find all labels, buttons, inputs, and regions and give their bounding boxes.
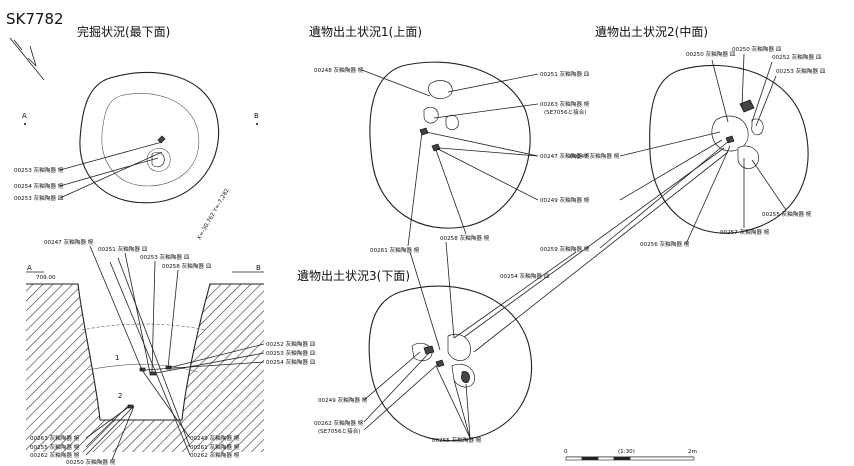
- section-top-label-2: 00251 灰釉陶器 皿: [98, 245, 148, 253]
- title-middle-plan: 遺物出土状況2(中面): [595, 24, 708, 39]
- point-a-plan: A: [22, 112, 27, 120]
- grid-coordinate-note: X=-30,762 Y=-7,282: [197, 188, 231, 241]
- middle-label-t1: 00250 灰釉陶器 皿: [686, 50, 736, 58]
- scale-ratio: (1:30): [618, 449, 635, 455]
- middle-label-l3: 00254 灰釉陶器 皿: [500, 272, 550, 280]
- upper-plan: 00248 灰釉陶器 椀 00251 灰釉陶器 皿 00263 灰釉陶器 椀 (…: [314, 61, 590, 254]
- section-right-label-1: 00252 灰釉陶器 皿: [266, 340, 316, 348]
- section-top-label-4: 00258 灰釉陶器 皿: [162, 262, 212, 270]
- middle-label-l-center: 00247 灰釉陶器 椀: [570, 152, 620, 160]
- scale-bar: 0 (1:30) 2m: [564, 449, 697, 461]
- section-bl-label-1: 00263 灰釉陶器 椀: [30, 434, 80, 442]
- upper-label-r4: 00247 灰釉陶器 椀: [540, 152, 590, 160]
- section-top-label-3: 00253 灰釉陶器 皿: [140, 253, 190, 261]
- middle-label-t4: 00253 灰釉陶器 皿: [776, 67, 826, 75]
- lower-label-l1: 00249 灰釉陶器 椀: [318, 396, 368, 404]
- point-b-plan: B: [254, 112, 259, 120]
- section-br-label-3: 00262 灰釉陶器 椀: [190, 451, 240, 459]
- section-br-label-2: 00261 灰釉陶器 椀: [190, 443, 240, 451]
- middle-label-r2: 00257 灰釉陶器 椀: [720, 228, 770, 236]
- label-bottom-2: 00254 灰釉陶器 椀: [14, 182, 64, 190]
- section-bl-label-3: 00262 灰釉陶器 椀: [30, 451, 80, 459]
- upper-label-r2: 00263 灰釉陶器 椀: [540, 100, 590, 108]
- feature-id: SK7782: [6, 10, 64, 28]
- north-arrow-icon: [9, 37, 45, 81]
- middle-plan: 00250 灰釉陶器 皿 00250 灰釉陶器 皿 00252 灰釉陶器 皿 0…: [570, 45, 826, 236]
- section-bl-label-2: 00255 灰釉陶器 椀: [30, 443, 80, 451]
- middle-label-l2: 00256 灰釉陶器 椀: [640, 240, 690, 248]
- upper-label-left-top: 00248 灰釉陶器 椀: [314, 66, 364, 74]
- scale-right: 2m: [688, 449, 697, 455]
- point-b-section: B: [256, 264, 261, 272]
- section-br-label-1: 00249 灰釉陶器 椀: [190, 434, 240, 442]
- bottom-plan: 00253 灰釉陶器 椀 00254 灰釉陶器 椀 00253 灰釉陶器 皿 A…: [14, 71, 259, 204]
- upper-label-r1: 00251 灰釉陶器 皿: [540, 70, 590, 78]
- section-right-label-2: 00253 灰釉陶器 皿: [266, 349, 316, 357]
- lower-plan: 00249 灰釉陶器 椀 00262 灰釉陶器 椀 (SE7056と接合) 00…: [314, 241, 577, 444]
- lower-label-l3: (SE7056と接合): [318, 427, 360, 435]
- section-right-label-3: 00254 灰釉陶器 皿: [266, 358, 316, 366]
- label-bottom-1: 00253 灰釉陶器 椀: [14, 166, 64, 174]
- middle-label-t3: 00252 灰釉陶器 皿: [772, 53, 822, 61]
- title-upper-plan: 遺物出土状況1(上面): [309, 24, 422, 39]
- upper-label-b1: 00261 灰釉陶器 椀: [370, 246, 420, 254]
- cross-section: A B 709.00 1 2 00247 灰釉陶器 椀 00251 灰釉陶器 皿…: [26, 238, 316, 466]
- middle-label-t2: 00250 灰釉陶器 皿: [732, 45, 782, 53]
- middle-label-r1: 00255 灰釉陶器 椀: [762, 210, 812, 218]
- title-lower-plan: 遺物出土状況3(下面): [297, 268, 410, 283]
- upper-label-r3: (SE7056と接合): [544, 108, 586, 116]
- lower-label-l2: 00262 灰釉陶器 椀: [314, 419, 364, 427]
- scale-left: 0: [564, 449, 568, 455]
- lower-label-bottom: 00265 灰釉陶器 椀: [432, 436, 482, 444]
- middle-label-l1: 00259 灰釉陶器 椀: [540, 245, 590, 253]
- section-top-label-1: 00247 灰釉陶器 椀: [44, 238, 94, 246]
- upper-label-r5: 00249 灰釉陶器 椀: [540, 196, 590, 204]
- label-bottom-3: 00253 灰釉陶器 皿: [14, 194, 64, 202]
- elevation-label: 709.00: [36, 275, 56, 281]
- layer-2-label: 2: [118, 392, 122, 400]
- section-bl-label-4: 00250 灰釉陶器 椀: [66, 458, 116, 466]
- title-bottom-plan: 完掘状況(最下面): [77, 24, 170, 39]
- layer-1-label: 1: [115, 354, 119, 362]
- point-a-section: A: [27, 264, 32, 272]
- upper-label-b2: 00258 灰釉陶器 椀: [440, 234, 490, 242]
